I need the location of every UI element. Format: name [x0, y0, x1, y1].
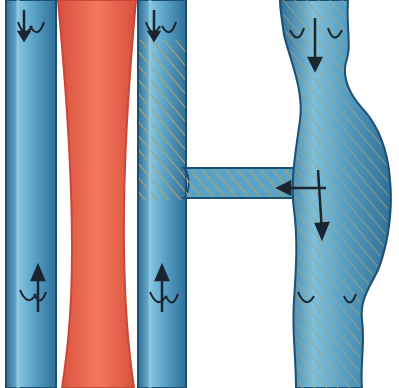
right-vein [138, 0, 186, 388]
connecting-vein [184, 168, 296, 198]
left-vein [6, 0, 56, 388]
artery [58, 0, 136, 388]
varicose-vein [280, 0, 391, 388]
